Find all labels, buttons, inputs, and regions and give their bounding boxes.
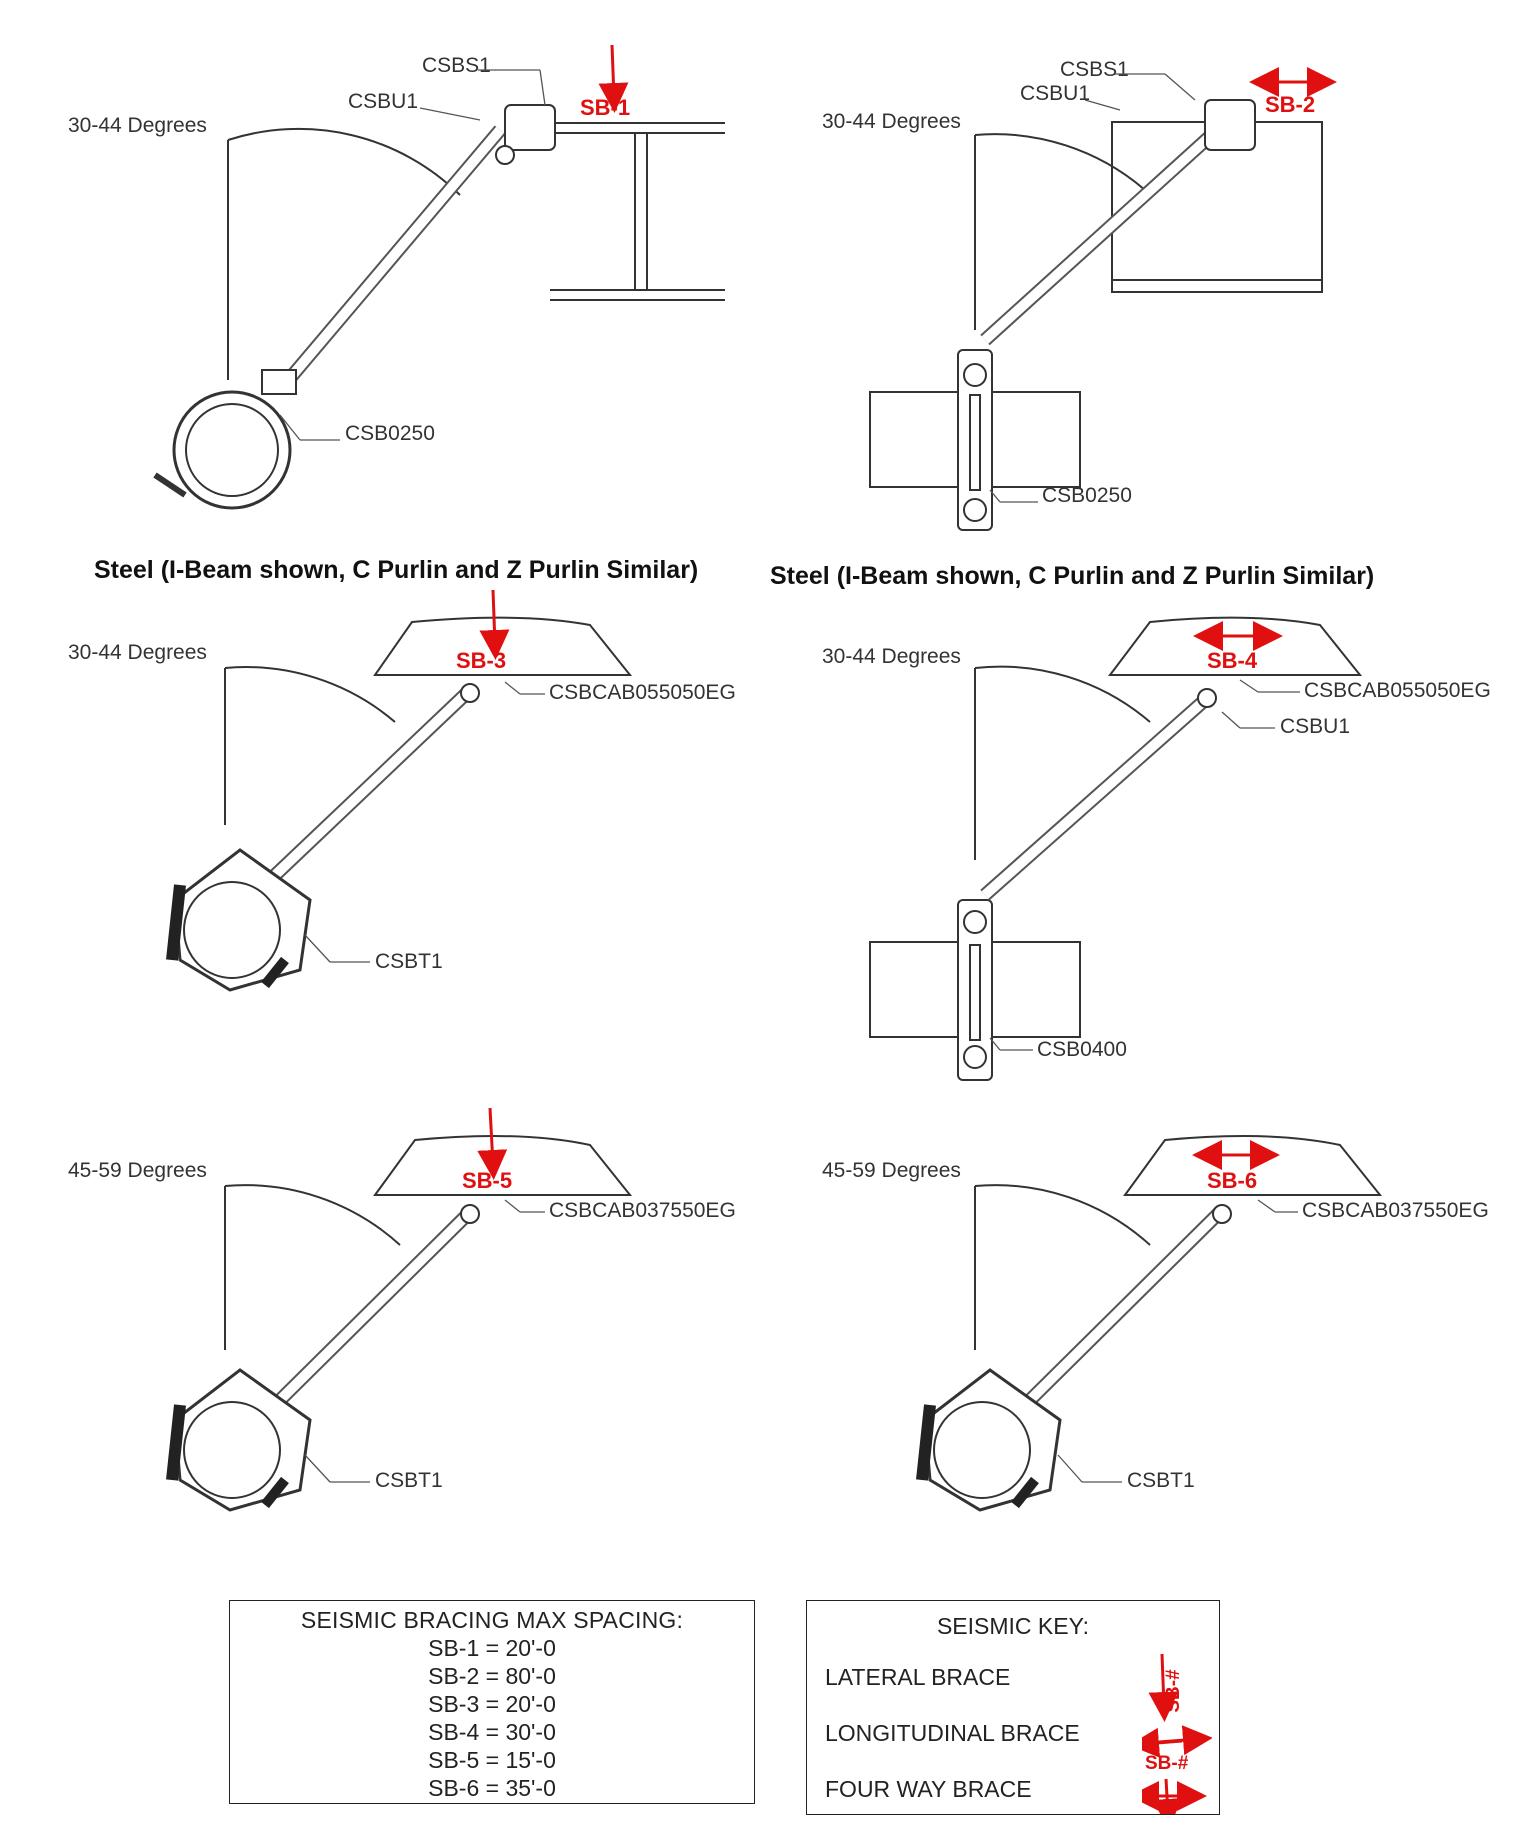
label-csb0250-2: CSB0250 <box>1042 484 1132 507</box>
seismic-key: SEISMIC KEY: LATERAL BRACE LONGITUDINAL … <box>806 1600 1220 1815</box>
caption-right: Steel (I-Beam shown, C Purlin and Z Purl… <box>770 562 1374 590</box>
label-csbu1-4: CSBU1 <box>1280 715 1350 738</box>
label-csbu1-2: CSBU1 <box>1020 82 1090 105</box>
spacing-row: SB-6 = 35'-0 <box>428 1775 556 1801</box>
spacing-row: SB-1 = 20'-0 <box>428 1635 556 1661</box>
label-csb0400-4: CSB0400 <box>1037 1038 1127 1061</box>
label-csbcab055050eg-4: CSBCAB055050EG <box>1304 679 1491 702</box>
spacing-row: SB-4 = 30'-0 <box>428 1719 556 1745</box>
label-csbcab037550eg-5: CSBCAB037550EG <box>549 1199 736 1222</box>
spacing-title: SEISMIC BRACING MAX SPACING: <box>300 1607 684 1633</box>
label-csbt1-3: CSBT1 <box>375 950 443 973</box>
angle-label-6: 45-59 Degrees <box>822 1159 961 1182</box>
label-csbs1-1: CSBS1 <box>422 54 491 77</box>
panel-sb6 <box>916 1135 1383 1512</box>
label-csbu1-1: CSBU1 <box>348 90 418 113</box>
key-longitudinal: LONGITUDINAL BRACE <box>825 1720 1080 1746</box>
brace-tag-sb2: SB-2 <box>1265 92 1315 117</box>
panel-sb2 <box>869 99 1323 531</box>
angle-label-3: 30-44 Degrees <box>68 641 207 664</box>
label-csbt1-5: CSBT1 <box>375 1469 443 1492</box>
angle-label-5: 45-59 Degrees <box>68 1159 207 1182</box>
key-symbols-icon: SB-# SB-# <box>1142 1653 1212 1814</box>
brace-tag-sb4: SB-4 <box>1207 648 1258 673</box>
angle-label-2: 30-44 Degrees <box>822 110 961 133</box>
key-title: SEISMIC KEY: <box>936 1613 1090 1639</box>
brace-tag-sb6: SB-6 <box>1207 1168 1257 1193</box>
panel-sb4 <box>869 616 1363 1081</box>
panel-sb5 <box>166 1135 633 1512</box>
spacing-row: SB-3 = 20'-0 <box>428 1691 556 1717</box>
label-csb0250-1: CSB0250 <box>345 422 435 445</box>
panel-sb1 <box>153 104 725 510</box>
angle-label-1: 30-44 Degrees <box>68 114 207 137</box>
label-csbs1-2: CSBS1 <box>1060 58 1129 81</box>
brace-tag-sb3: SB-3 <box>456 648 506 673</box>
label-csbcab055050eg-3: CSBCAB055050EG <box>549 681 736 704</box>
key-lateral-symbol: SB-# <box>1163 1669 1184 1713</box>
label-csbt1-6: CSBT1 <box>1127 1469 1195 1492</box>
spacing-table: SEISMIC BRACING MAX SPACING: SB-1 = 20'-… <box>229 1600 755 1804</box>
caption-left: Steel (I-Beam shown, C Purlin and Z Purl… <box>94 556 698 584</box>
spacing-row: SB-5 = 15'-0 <box>428 1747 556 1773</box>
brace-tag-sb5: SB-5 <box>462 1168 512 1193</box>
angle-label-4: 30-44 Degrees <box>822 645 961 668</box>
key-four-way: FOUR WAY BRACE <box>825 1776 1032 1802</box>
key-longitudinal-symbol: SB-# <box>1145 1753 1189 1774</box>
key-lateral: LATERAL BRACE <box>825 1664 1011 1690</box>
spacing-row: SB-2 = 80'-0 <box>428 1663 556 1689</box>
panel-sb3 <box>166 616 633 992</box>
brace-tag-sb1: SB-1 <box>580 95 630 120</box>
label-csbcab037550eg-6: CSBCAB037550EG <box>1302 1199 1489 1222</box>
